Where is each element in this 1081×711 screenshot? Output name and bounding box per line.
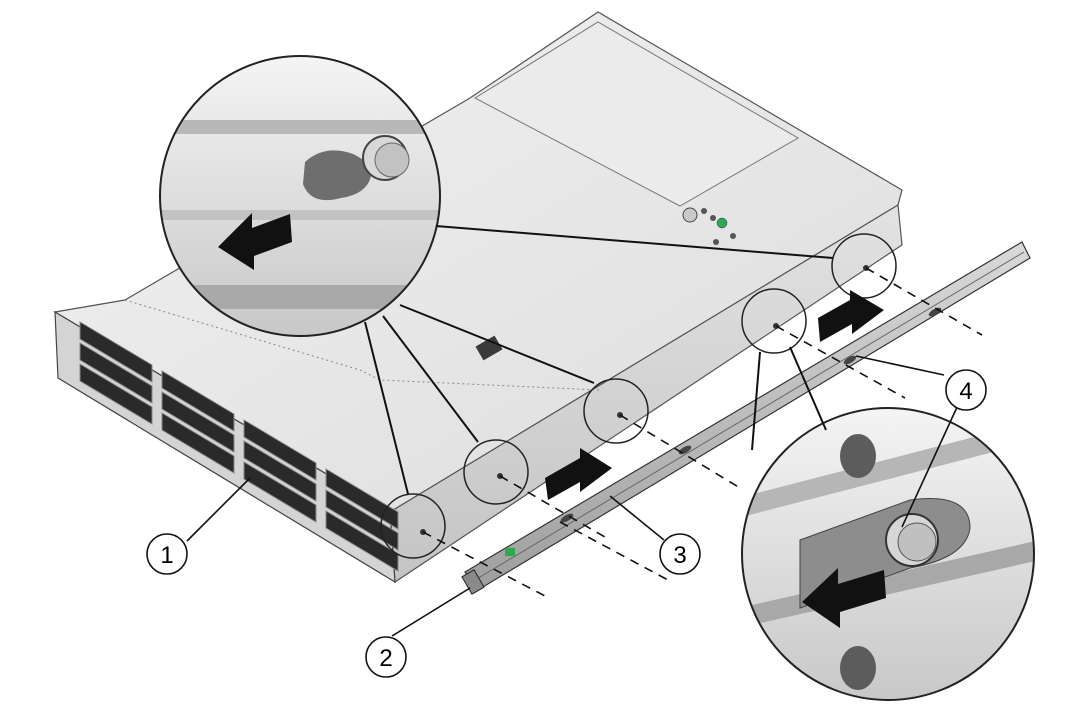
arrow-right-icon xyxy=(545,448,612,500)
top-connector xyxy=(475,335,503,361)
mounting-stud-callouts xyxy=(380,233,897,559)
drive-bay xyxy=(243,419,317,481)
drive-bay xyxy=(325,510,399,572)
drive-bay xyxy=(161,412,235,474)
drive-bay-array xyxy=(79,321,399,572)
callout-2-label: 2 xyxy=(379,645,392,672)
drive-bay xyxy=(79,342,153,404)
mounting-stud-icon xyxy=(741,288,807,354)
zoom-inset-front xyxy=(159,55,441,337)
callout-4: 4 xyxy=(945,369,987,411)
mounting-stud-icon xyxy=(380,493,446,559)
zoom-leader-lines xyxy=(364,225,834,495)
alignment-dashed-lines xyxy=(422,267,983,597)
drive-bay xyxy=(325,468,399,530)
arrow-left-icon xyxy=(218,213,292,270)
mounting-stud-icon xyxy=(583,378,649,444)
rail-green-component xyxy=(505,548,515,556)
rear-chassis-edge xyxy=(124,299,601,391)
drive-bay xyxy=(243,461,317,523)
keyhole-slot-icon xyxy=(303,150,371,201)
status-led-cluster xyxy=(682,207,736,245)
mounting-stud-icon xyxy=(463,439,529,505)
mounting-stud-icon xyxy=(831,233,897,299)
keyhole-slot-icon xyxy=(560,513,574,523)
rail-release-latch[interactable] xyxy=(461,569,485,595)
drive-bay xyxy=(243,440,317,502)
zoom-inset-rear xyxy=(741,407,1035,701)
drive-bay xyxy=(79,321,153,383)
callout-4-label: 4 xyxy=(959,378,972,405)
arrow-left-icon xyxy=(802,568,886,628)
callout-1-label: 1 xyxy=(160,542,173,569)
callout-3-label: 3 xyxy=(673,542,686,569)
drive-bay xyxy=(325,489,399,551)
keyhole-slot-icon xyxy=(843,355,857,365)
drive-bay xyxy=(161,391,235,453)
drive-bay xyxy=(79,363,153,425)
drive-bay xyxy=(161,370,235,432)
callout-2: 2 xyxy=(365,636,407,678)
arrow-right-icon xyxy=(818,290,884,342)
callout-1: 1 xyxy=(146,533,188,575)
callout-3: 3 xyxy=(659,533,701,575)
top-access-panel xyxy=(473,21,799,207)
callout-leader-lines xyxy=(186,355,959,637)
